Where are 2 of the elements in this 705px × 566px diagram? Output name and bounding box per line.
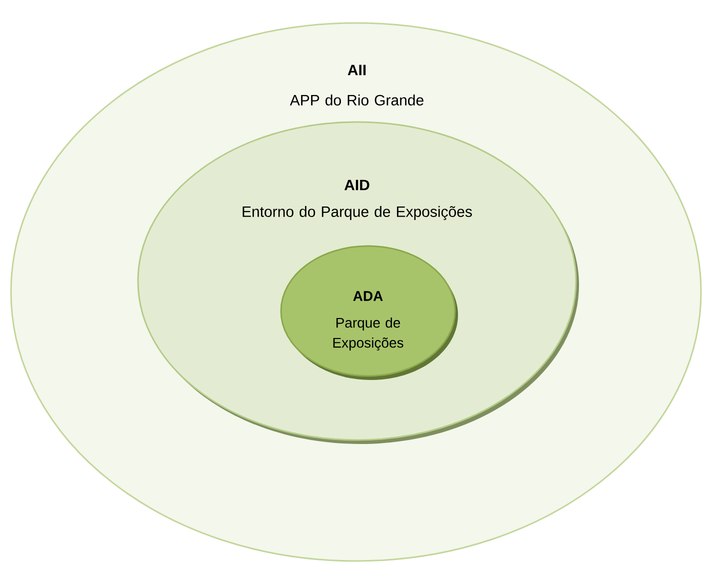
region-label: APP do Rio Grande xyxy=(290,94,424,106)
region-title: AII xyxy=(348,64,366,76)
